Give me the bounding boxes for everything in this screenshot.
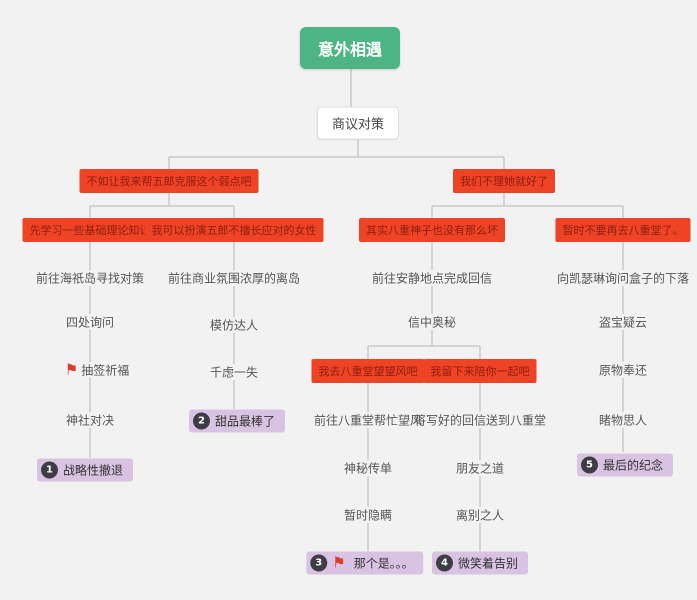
step-label: 抽签祈福 bbox=[81, 363, 130, 378]
ending-number-badge: 4 bbox=[435, 554, 453, 572]
step-node-flagged: ⚑ 抽签祈福 bbox=[65, 362, 129, 379]
choice-node-keep-watch: 我去八重堂望望风吧 bbox=[311, 359, 425, 383]
ending-node-5: 5 最后的纪念 bbox=[576, 453, 674, 477]
ending-label: 那个是。。。 bbox=[353, 556, 414, 571]
choice-node-help-gorou: 不如让我来帮五郎克服这个弱点吧 bbox=[79, 169, 259, 193]
ending-label: 战略性撤退 bbox=[62, 463, 124, 478]
flag-icon: ⚑ bbox=[64, 360, 79, 379]
step-node: 睹物思人 bbox=[598, 413, 648, 428]
choice-node-yae-not-bad: 其实八重神子也没有那么坏 bbox=[359, 218, 505, 242]
step-node: 模仿达人 bbox=[209, 318, 259, 333]
step-node: 将写好的回信送到八重堂 bbox=[413, 413, 547, 428]
step-node: 向凯瑟琳询问盒子的下落 bbox=[556, 271, 690, 286]
ending-node-1: 1 战略性撤退 bbox=[36, 458, 134, 482]
ending-label: 最后的纪念 bbox=[602, 458, 664, 473]
step-node: 前往海祇岛寻找对策 bbox=[35, 271, 145, 286]
step-node: 神秘传单 bbox=[343, 461, 393, 476]
step-node: 盗宝疑云 bbox=[598, 315, 648, 330]
plan-node: 商议对策 bbox=[316, 106, 400, 140]
step-node: 前往安静地点完成回信 bbox=[371, 271, 493, 286]
choice-node-roleplay: 我可以扮演五郎不擅长应对的女性 bbox=[144, 218, 324, 242]
ending-number-badge: 1 bbox=[40, 461, 58, 479]
root-node: 意外相遇 bbox=[299, 27, 401, 69]
choice-node-ignore-her: 我们不理她就好了 bbox=[453, 169, 555, 193]
step-node: 暂时隐瞒 bbox=[343, 508, 393, 523]
step-node: 四处询问 bbox=[65, 315, 115, 330]
step-node: 信中奥秘 bbox=[407, 315, 457, 330]
choice-node-stay-together: 我留下来陪你一起吧 bbox=[423, 359, 537, 383]
step-node: 朋友之道 bbox=[455, 461, 505, 476]
step-node: 千虑一失 bbox=[209, 365, 259, 380]
ending-node-3: 3 ⚑ 那个是。。。 bbox=[306, 551, 424, 575]
ending-number-badge: 5 bbox=[580, 456, 598, 474]
choice-node-theory: 先学习一些基础理论知识 bbox=[22, 218, 158, 242]
choice-node-avoid-yae-house: 暂时不要再去八重堂了。 bbox=[555, 218, 691, 242]
step-node: 离别之人 bbox=[455, 508, 505, 523]
ending-node-4: 4 微笑着告别 bbox=[431, 551, 529, 575]
ending-number-badge: 2 bbox=[192, 412, 210, 430]
flag-icon: ⚑ bbox=[332, 553, 346, 572]
step-node: 神社对决 bbox=[65, 413, 115, 428]
ending-number-badge: 3 bbox=[310, 554, 328, 572]
ending-label: 微笑着告别 bbox=[457, 556, 519, 571]
step-node: 原物奉还 bbox=[598, 363, 648, 378]
step-node: 前往商业氛围浓厚的离岛 bbox=[167, 271, 301, 286]
step-node: 前往八重堂帮忙望风 bbox=[313, 413, 423, 428]
ending-label: 甜品最棒了 bbox=[214, 414, 276, 429]
ending-node-2: 2 甜品最棒了 bbox=[188, 409, 286, 433]
